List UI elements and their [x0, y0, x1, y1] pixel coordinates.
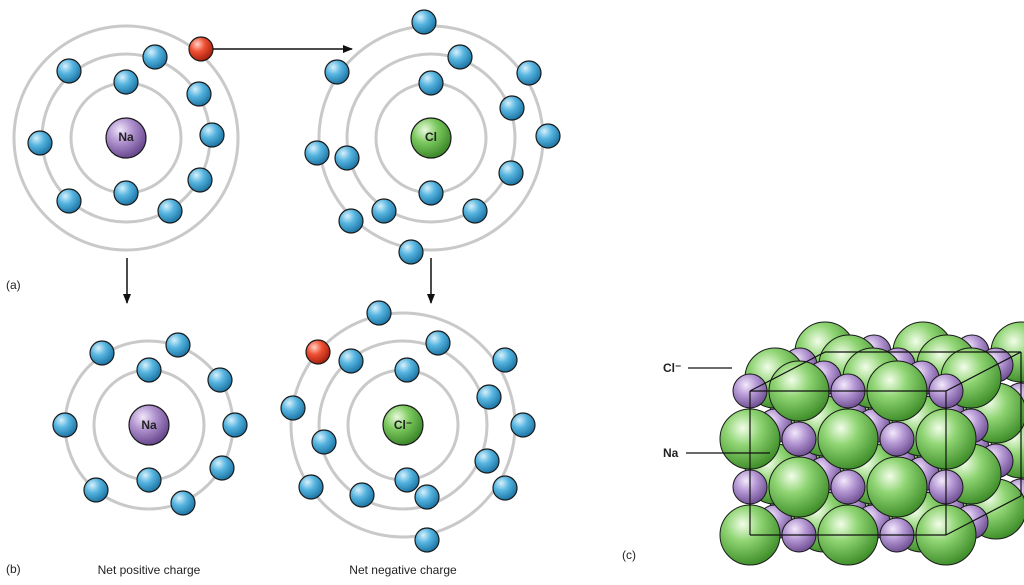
electron	[136, 357, 162, 383]
crystal-chloride-label: Cl⁻	[663, 361, 681, 375]
crystal-sodium-label: Na	[663, 446, 679, 460]
electron	[398, 239, 424, 265]
sodium-ion-sphere	[781, 421, 817, 457]
transferred-electron	[305, 339, 331, 365]
electron	[498, 160, 524, 186]
electron	[447, 44, 473, 70]
nacl-crystal-lattice	[719, 321, 1024, 566]
net-negative-caption: Net negative charge	[349, 563, 457, 577]
sodium-ion-sphere	[879, 421, 915, 457]
sodium-nucleus-label: Na	[118, 130, 134, 144]
electron	[349, 482, 375, 508]
electron	[187, 167, 213, 193]
electron	[516, 60, 542, 86]
electron	[113, 69, 139, 95]
electron	[27, 130, 53, 156]
panel-a-label: (a)	[6, 278, 21, 292]
sodium-nucleus	[105, 117, 147, 159]
sodium-atom-shell-3	[12, 24, 240, 252]
electron	[476, 384, 502, 410]
chlorine-atom-shell-2	[345, 52, 517, 224]
electron	[298, 474, 324, 500]
electron	[492, 347, 518, 373]
electron	[209, 455, 235, 481]
electron	[418, 180, 444, 206]
electron	[414, 527, 440, 553]
chloride-ion-sphere	[768, 456, 830, 518]
electron	[499, 95, 525, 121]
electron	[136, 467, 162, 493]
net-positive-caption: Net positive charge	[98, 563, 201, 577]
electron	[113, 180, 139, 206]
lattice-edge	[945, 495, 1022, 536]
electron	[186, 81, 212, 107]
electron	[56, 188, 82, 214]
electron	[83, 477, 109, 503]
electron	[414, 484, 440, 510]
electron	[371, 198, 397, 224]
electron	[52, 412, 78, 438]
sodium-ion-nucleus	[128, 404, 170, 446]
chloride-ion-nucleus	[382, 404, 424, 446]
chlorine-nucleus-label: Cl	[425, 130, 437, 144]
electron	[366, 300, 392, 326]
transferred-electron	[188, 36, 214, 62]
chloride-ion-sphere	[866, 456, 928, 518]
electron	[311, 429, 337, 455]
electron	[56, 58, 82, 84]
electron	[334, 145, 360, 171]
electron	[324, 59, 350, 85]
electron	[394, 357, 420, 383]
electron	[170, 490, 196, 516]
chlorine-nucleus	[410, 117, 452, 159]
electron	[535, 123, 561, 149]
panel-b-label: (b)	[6, 562, 21, 576]
panel-c-label: (c)	[622, 548, 636, 562]
lattice-edge	[749, 351, 826, 392]
lattice-edge	[945, 351, 1022, 392]
electron	[207, 367, 233, 393]
electron	[304, 140, 330, 166]
electron	[222, 412, 248, 438]
electron	[411, 9, 437, 35]
electron	[199, 122, 225, 148]
electron	[474, 448, 500, 474]
electron	[425, 330, 451, 356]
transfer-arrows	[123, 45, 435, 304]
electron	[338, 348, 364, 374]
electron	[157, 198, 183, 224]
electron	[89, 340, 115, 366]
chloride-ion-label: Cl⁻	[394, 418, 412, 432]
electron	[510, 412, 536, 438]
sodium-ion-sphere	[830, 469, 866, 505]
electron	[462, 198, 488, 224]
electron	[338, 208, 364, 234]
electron	[165, 332, 191, 358]
electron	[394, 467, 420, 493]
electron	[418, 70, 444, 96]
electron	[280, 395, 306, 421]
atoms-layer	[12, 9, 561, 553]
electron	[492, 475, 518, 501]
chloride-ion-shell-2	[317, 339, 489, 511]
sodium-ion-label: Na	[141, 418, 157, 432]
electron	[142, 44, 168, 70]
chloride-ion-sphere	[817, 408, 879, 470]
